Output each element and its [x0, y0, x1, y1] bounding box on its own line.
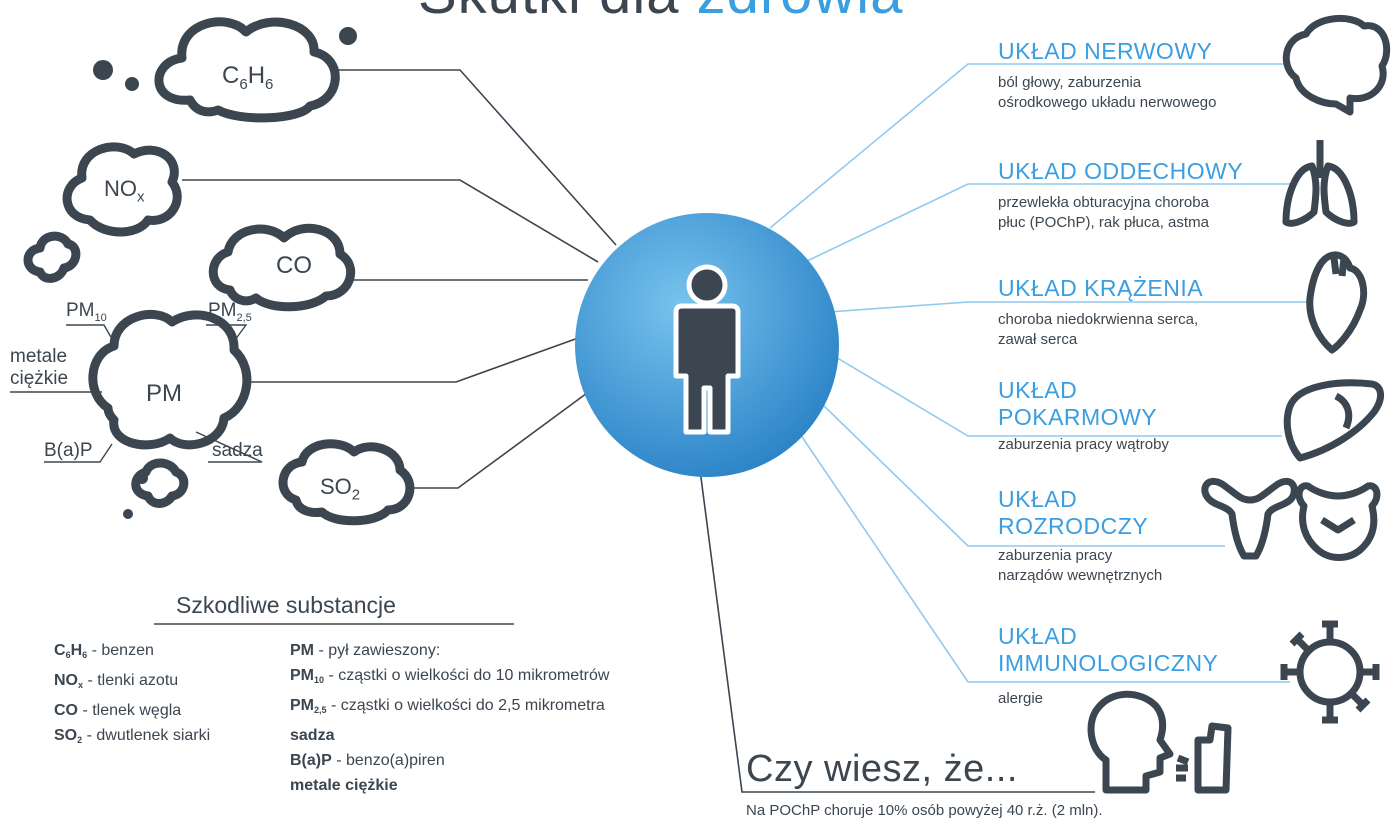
system-desc: ból głowy, zaburzenia ośrodkowego układu… [998, 74, 1217, 111]
reproductive-organs-icon [1201, 477, 1381, 561]
system-reproductive: UKŁAD ROZRODCZY zaburzenia pracy narządó… [998, 486, 1162, 586]
system-desc: przewlekła obturacyjna choroba płuc (POC… [998, 194, 1209, 231]
connector-respiratory [804, 183, 1292, 263]
legend-left-column: C6H6 - benzen NOx - tlenki azotu CO - tl… [54, 638, 210, 753]
heart-icon [1306, 251, 1368, 354]
legend-item-pm10: PM10 - cząstki o wielkości do 10 mikrome… [290, 667, 610, 685]
cloud-co [208, 223, 356, 312]
system-circulatory: UKŁAD KRĄŻENIA choroba niedokrwienna ser… [998, 275, 1203, 350]
system-digestive: UKŁAD POKARMOWY zaburzenia pracy wątroby [998, 377, 1169, 455]
system-desc: zaburzenia pracy wątroby [998, 436, 1169, 453]
connector-did-you-know [699, 469, 1095, 793]
brain-icon [1282, 14, 1391, 116]
virus-icon [1280, 620, 1380, 724]
pm-tag-bap: B(a)P [44, 440, 93, 461]
lungs-icon [1282, 140, 1358, 227]
header-title-gray: Skutki dla [418, 0, 679, 26]
system-desc: zaburzenia pracy narządów wewnętrznych [998, 547, 1163, 584]
system-title: UKŁAD ODDECHOWY [998, 158, 1244, 184]
small-cloud-left [23, 231, 81, 283]
legend-item-pm25: PM2,5 - cząstki o wielkości do 2,5 mikro… [290, 697, 605, 715]
pm-tag-pm10: PM10 [66, 300, 107, 324]
cloud-c6h6 [154, 17, 340, 123]
inhaler-icon [1176, 722, 1232, 794]
legend-item-metale: metale ciężkie [290, 777, 398, 794]
pm-tag-metale-line2: ciężkie [10, 368, 69, 389]
system-nervous: UKŁAD NERWOWY ból głowy, zaburzenia ośro… [998, 38, 1216, 113]
pm-tag-pm25: PM2,5 [208, 300, 252, 324]
cloud-label-so2: SO2 [320, 474, 361, 504]
system-title: UKŁAD IMMUNOLOGICZNY [998, 623, 1219, 676]
legend-item-nox: NOx - tlenki azotu [54, 672, 179, 690]
connector-circulatory [827, 301, 1310, 313]
pm-tag-lines [10, 324, 263, 463]
system-connectors [769, 63, 1310, 683]
system-title: UKŁAD NERWOWY [998, 38, 1213, 64]
person-icon [673, 264, 741, 435]
page-header: Skutki dla zdrowia [418, 0, 903, 27]
system-title: UKŁAD POKARMOWY [998, 377, 1158, 430]
legend-title: Szkodliwe substancje [176, 592, 396, 618]
legend-right-column: PM - pył zawieszony: PM10 - cząstki o wi… [290, 638, 609, 798]
did-you-know-title: Czy wiesz, że... [746, 748, 1018, 790]
head-profile-icon [1087, 690, 1174, 794]
connector-c6h6 [330, 69, 617, 246]
cloud-label-nox: NOx [104, 176, 145, 206]
legend-item-sadza: sadza [290, 727, 335, 744]
cloud-nox [62, 142, 182, 237]
legend-item-pm: PM - pył zawieszony: [290, 642, 441, 659]
pollutant-connectors [182, 69, 1095, 793]
cloud-pm [88, 309, 252, 450]
connector-immune [795, 427, 1290, 683]
system-title: UKŁAD ROZRODCZY [998, 486, 1149, 539]
cloud-label-pm: PM [146, 380, 182, 407]
connector-pm [245, 332, 593, 383]
did-you-know-text: Na POChP choruje 10% osób powyżej 40 r.ż… [746, 802, 1103, 819]
cloud-so2 [278, 439, 415, 526]
connector-reproductive [819, 401, 1225, 547]
connector-nox [182, 179, 599, 263]
system-title: UKŁAD KRĄŻENIA [998, 275, 1204, 301]
legend-item-bap: B(a)P - benzo(a)piren [290, 752, 445, 769]
system-respiratory: UKŁAD ODDECHOWY przewlekła obturacyjna c… [998, 158, 1243, 233]
decorative-dots [93, 27, 357, 519]
connector-nervous [769, 63, 1290, 229]
system-desc: choroba niedokrwienna serca, zawał serca [998, 311, 1199, 348]
legend-item-co: CO - tlenek węgla [54, 702, 182, 719]
liver-icon [1283, 379, 1384, 462]
legend-item-so2: SO2 - dwutlenek siarki [54, 727, 211, 745]
pm-tag-metale-line1: metale [10, 346, 68, 367]
connector-digestive [833, 355, 1282, 437]
system-immune: UKŁAD IMMUNOLOGICZNY alergie [998, 623, 1218, 709]
cloud-label-co: CO [276, 252, 312, 279]
legend-item-c6h6: C6H6 - benzen [54, 642, 154, 660]
header-title-blue: zdrowia [697, 0, 904, 26]
system-desc: alergie [998, 690, 1044, 707]
pm-tag-sadza: sadza [212, 440, 263, 461]
cloud-label-c6h6: C6H6 [222, 62, 274, 93]
connector-so2 [402, 381, 603, 489]
